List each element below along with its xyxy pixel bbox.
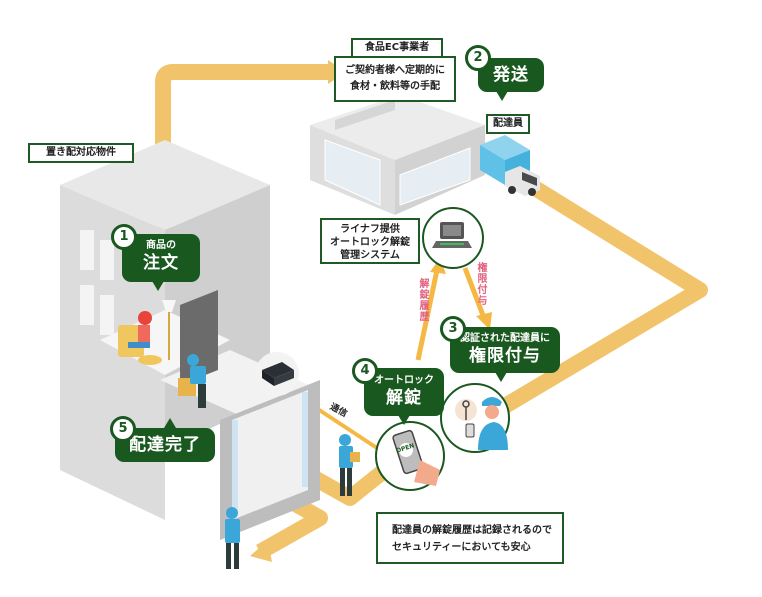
- step-3-title: 権限付与: [469, 346, 541, 366]
- system-line2: オートロック解錠: [330, 237, 410, 248]
- courier-at-entrance: [339, 434, 360, 496]
- step-5-tail: [164, 418, 176, 428]
- control-device-circle: [255, 352, 299, 396]
- warehouse-building: [310, 95, 485, 215]
- order-path: [155, 64, 330, 250]
- security-line2: セキュリティーにおいても安心: [392, 542, 531, 553]
- permission-arrow-head: [476, 312, 492, 330]
- system-label-box: ライナフ提供 オートロック解錠 管理システム: [320, 218, 420, 264]
- delivery-route-path: [490, 178, 708, 419]
- authorized-courier-circle: [440, 383, 510, 453]
- step-3-bubble: 認証された配達員に 権限付与: [450, 327, 560, 373]
- step-5-title: 配達完了: [129, 435, 201, 455]
- step-1-number: 1: [111, 224, 137, 250]
- courier-with-package: [178, 354, 206, 408]
- grant-permission-label: 権限付与: [475, 262, 486, 306]
- ec-title-label: 食品EC事業者: [351, 38, 443, 58]
- courier-leaving: [225, 507, 240, 569]
- step-1-tail: [152, 281, 164, 291]
- unlock-history-label: 解錠履歴: [417, 278, 428, 322]
- property-label: 置き配対応物件: [28, 143, 134, 163]
- step-4-number: 4: [352, 358, 378, 384]
- ec-desc-line1: ご契約者様へ定期的に: [345, 65, 445, 76]
- ec-desc-line2: 食材・飲料等の手配: [350, 81, 440, 92]
- system-line3: 管理システム: [340, 250, 400, 261]
- step-2-tail: [496, 91, 508, 101]
- step-4-tail: [398, 415, 410, 425]
- delivery-truck: [480, 135, 540, 196]
- step-2-title: 発送: [493, 65, 529, 85]
- management-system-circle: [422, 207, 484, 269]
- resident-at-home: [118, 300, 176, 365]
- step-4-sub: オートロック: [374, 375, 434, 386]
- step-1-sub: 商品の: [146, 240, 176, 251]
- security-note-box: 配達員の解錠履歴は記録されるので セキュリティーにおいても安心: [376, 512, 564, 564]
- step-3-sub: 認証された配達員に: [460, 333, 550, 344]
- step-4-bubble: オートロック 解錠: [364, 368, 444, 416]
- step-5-number: 5: [110, 416, 136, 442]
- ec-description-box: ご契約者様へ定期的に 食材・飲料等の手配: [334, 56, 456, 102]
- step-1-title: 注文: [143, 253, 179, 273]
- exit-arrow-head: [250, 540, 272, 562]
- phone-open-circle: [375, 421, 445, 491]
- courier-label: 配達員: [486, 114, 530, 134]
- unlock-history-arrow: [415, 269, 440, 361]
- system-line1: ライナフ提供: [340, 224, 400, 235]
- permission-arrow: [462, 267, 487, 319]
- apartment-building: [60, 140, 320, 540]
- step-2-number: 2: [465, 45, 491, 71]
- unlock-history-arrow-head: [430, 258, 446, 274]
- step-4-title: 解錠: [386, 388, 422, 408]
- step-3-number: 3: [440, 316, 466, 342]
- security-line1: 配達員の解錠履歴は記録されるので: [392, 525, 552, 536]
- step-3-tail: [495, 372, 507, 382]
